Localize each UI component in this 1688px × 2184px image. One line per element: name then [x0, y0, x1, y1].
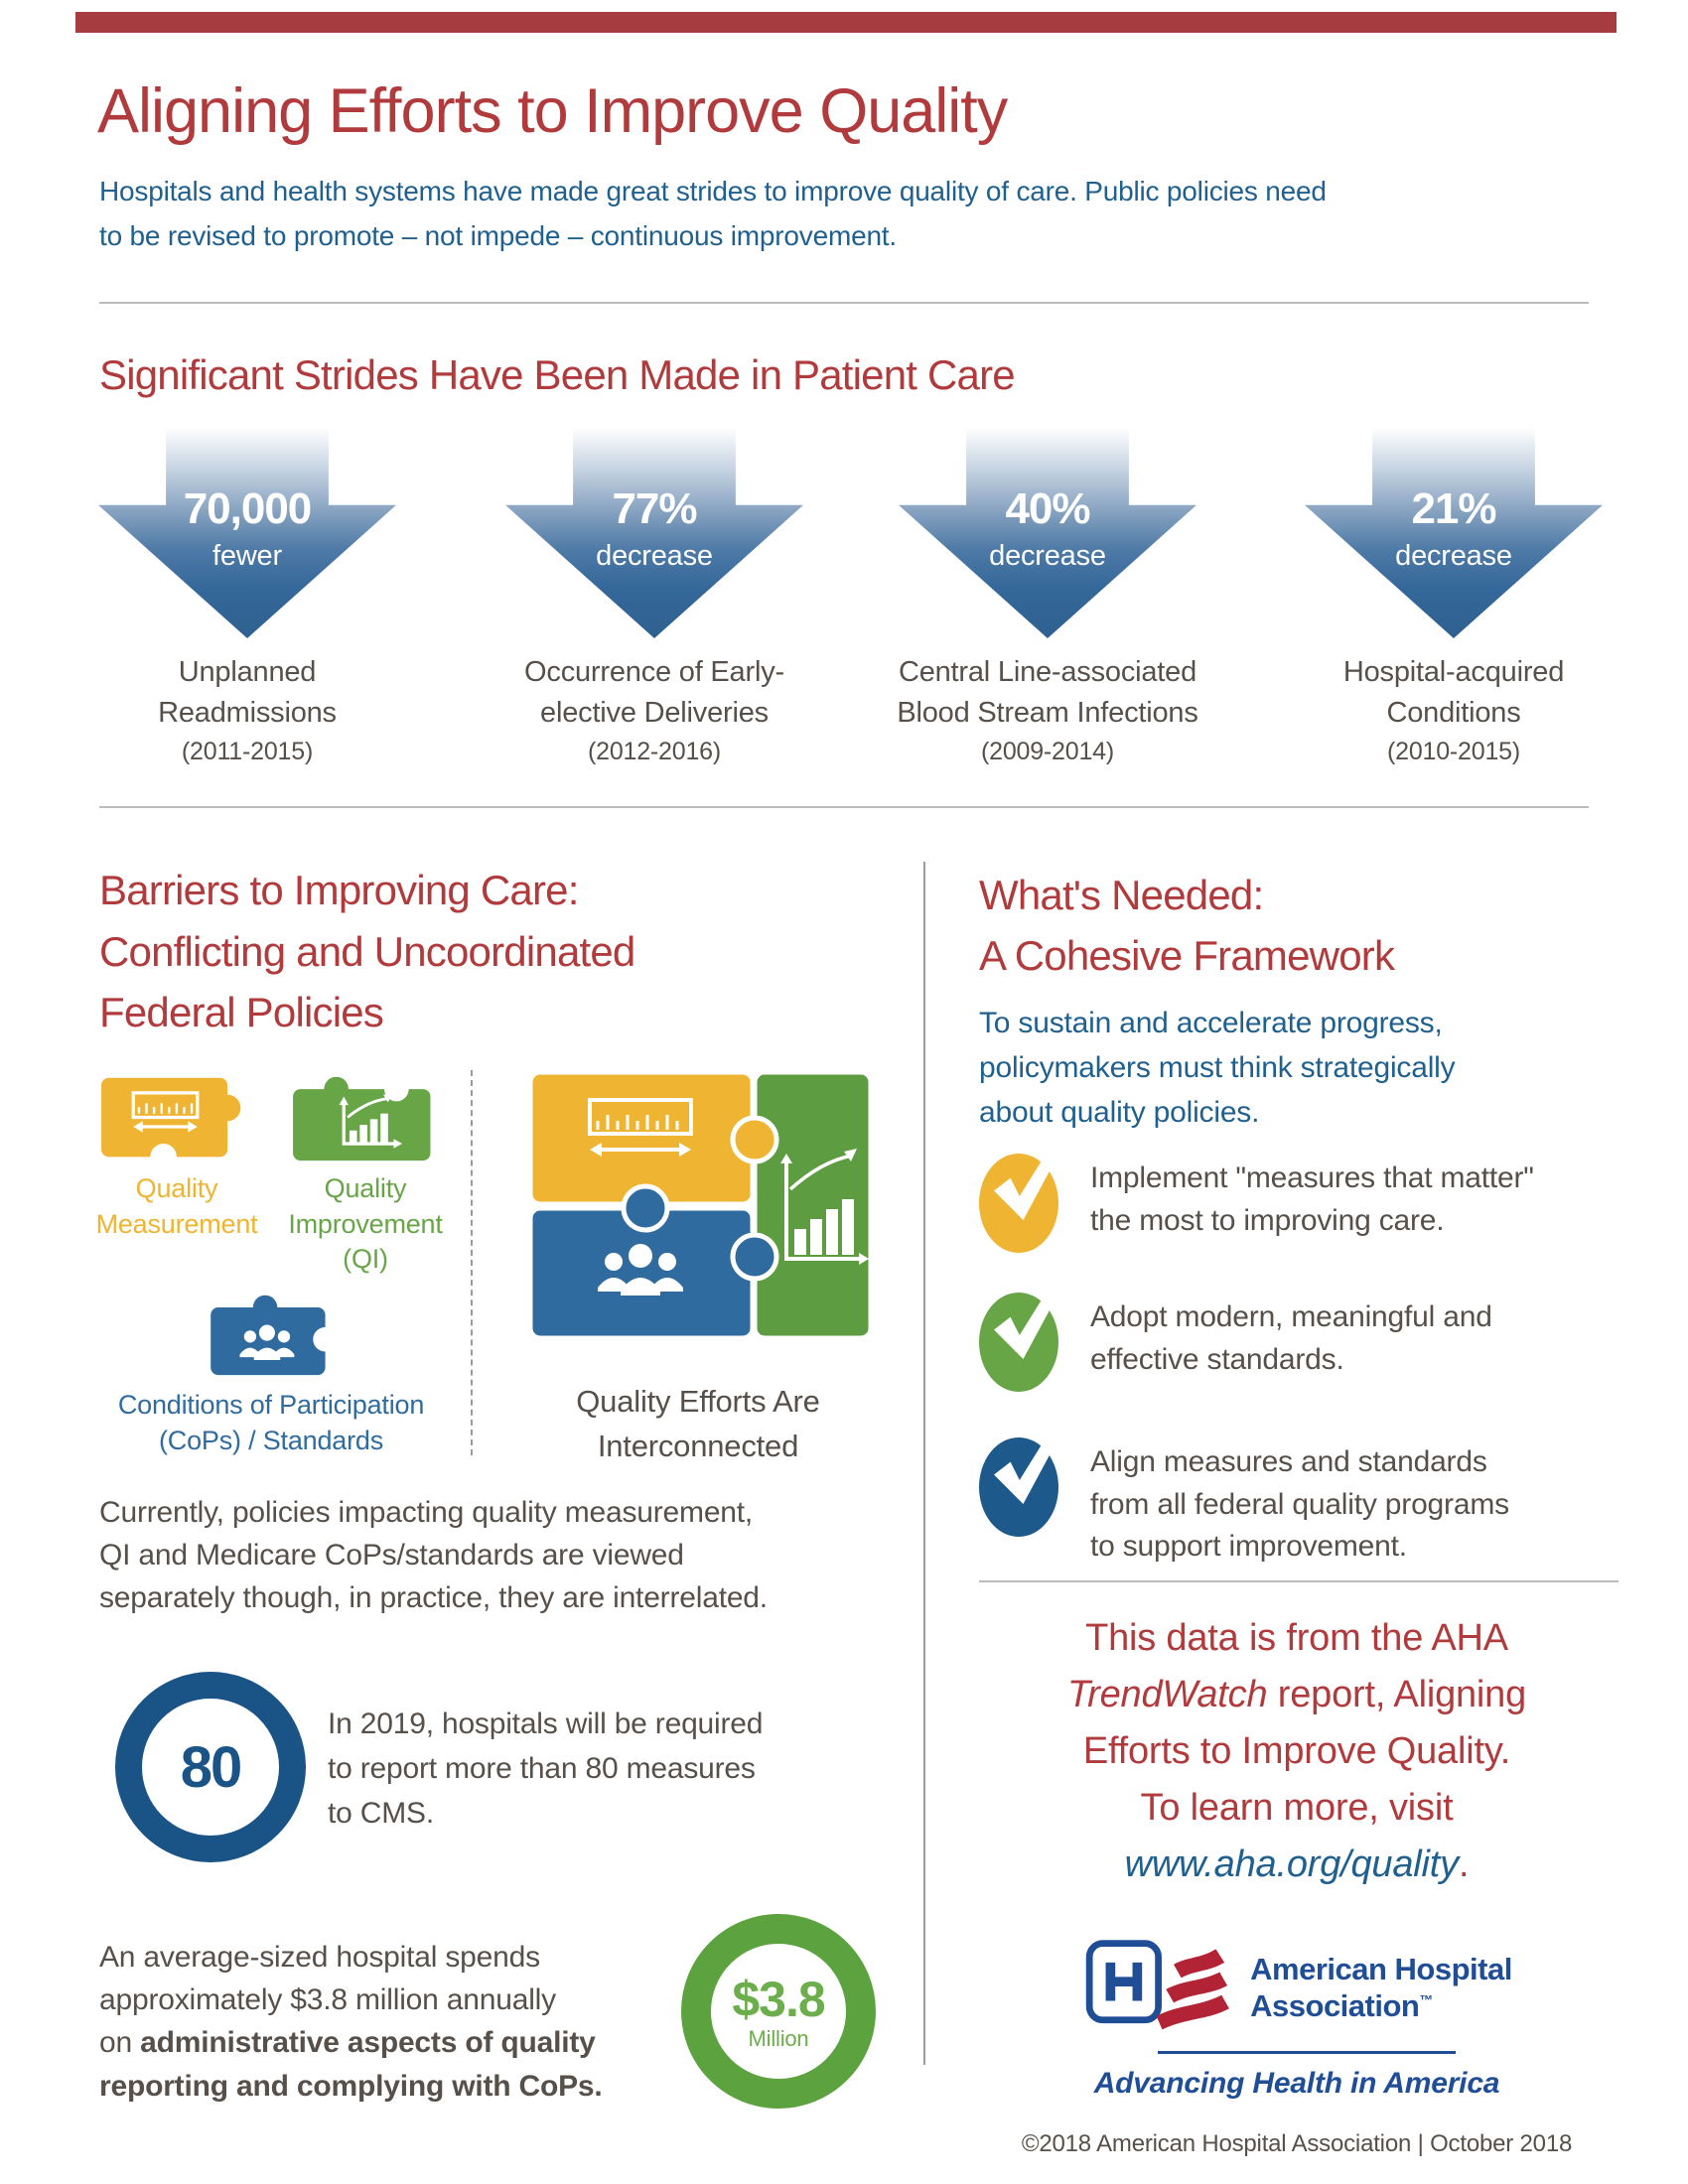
interconnected-puzzle-icon — [528, 1070, 874, 1340]
stat-qualifier: fewer — [212, 540, 282, 572]
source-note: This data is from the AHA TrendWatch rep… — [1066, 1617, 1527, 1885]
stat-qualifier: decrease — [1395, 540, 1512, 572]
stat-period: (2012-2016) — [587, 738, 721, 766]
checklist-item: Adopt modern, meaningful and effective s… — [979, 1282, 1492, 1392]
stat-period: (2009-2014) — [980, 738, 1114, 766]
stat-arrow-hac: 21% decrease Hospital-acquired Condition… — [1285, 427, 1622, 766]
aha-quality-link[interactable]: www.aha.org/quality — [1124, 1843, 1459, 1885]
stat-period: (2011-2015) — [181, 738, 314, 766]
checklist-item: Align measures and standards from all fe… — [979, 1427, 1509, 1569]
spend-value: $3.8 — [732, 1972, 825, 2027]
down-arrow-shape: 70,000 fewer — [98, 427, 396, 638]
org-name: American Hospital Association™ — [1250, 1951, 1512, 2023]
dashed-divider — [471, 1070, 473, 1455]
divider-source — [979, 1580, 1618, 1582]
checklist-text: Align measures and standards from all fe… — [1090, 1445, 1509, 1564]
stat-label: Central Line-associated Blood Stream Inf… — [897, 656, 1198, 730]
divider-middle — [99, 806, 1589, 808]
stat-qualifier: decrease — [989, 540, 1106, 572]
strides-section-heading: Significant Strides Have Been Made in Pa… — [99, 351, 1016, 398]
spend-ring: $3.8 Million — [681, 1914, 876, 2109]
stat-arrow-clabsi: 40% decrease Central Line-associated Blo… — [879, 427, 1216, 766]
barriers-paragraph: Currently, policies impacting quality me… — [99, 1496, 768, 1615]
stat-label: Unplanned Readmissions — [158, 656, 337, 730]
column-divider — [923, 862, 925, 2065]
stat-label: Occurrence of Early- elective Deliveries — [524, 656, 784, 730]
stat-period: (2010-2015) — [1386, 738, 1520, 766]
stat-arrow-deliveries: 77% decrease Occurrence of Early- electi… — [486, 427, 823, 766]
stat-80-value: 80 — [180, 1734, 242, 1800]
down-arrow-shape: 40% decrease — [899, 427, 1196, 638]
stat-qualifier: decrease — [596, 540, 713, 572]
ruler-icon — [588, 1098, 693, 1157]
needed-paragraph: To sustain and accelerate progress, poli… — [979, 1007, 1456, 1129]
page-title: Aligning Efforts to Improve Quality — [97, 76, 1008, 146]
check-icon — [979, 1427, 1062, 1537]
bar-chart-icon — [339, 1092, 403, 1149]
divider-top — [99, 302, 1589, 304]
tagline: Advancing Health in America — [1093, 2067, 1500, 2100]
cops-label: Conditions of Participation (CoPs) / Sta… — [117, 1390, 425, 1455]
check-icon — [979, 1282, 1062, 1392]
spend-paragraph: An average-sized hospital spends approxi… — [99, 1941, 603, 2103]
quality-measurement-puzzle-icon — [101, 1077, 241, 1162]
barriers-heading: Barriers to Improving Care: Conflicting … — [99, 867, 635, 1036]
quality-improvement-label: Quality Improvement (QI) — [288, 1173, 443, 1275]
stat-value: 21% — [1411, 484, 1496, 533]
check-icon — [979, 1143, 1062, 1253]
stat-label: Hospital-acquired Conditions — [1342, 656, 1565, 730]
down-arrow-shape: 77% decrease — [505, 427, 803, 638]
stat-80-text: In 2019, hospitals will be required to r… — [328, 1707, 764, 1830]
checklist-item: Implement "measures that matter" the mos… — [979, 1143, 1534, 1253]
cops-puzzle-icon — [211, 1295, 338, 1376]
checklist-text: Implement "measures that matter" the mos… — [1090, 1161, 1534, 1237]
flag-icon — [1156, 1949, 1230, 2030]
people-icon — [598, 1244, 683, 1296]
subtitle-line: to be revised to promote – not impede – … — [99, 220, 897, 252]
bar-chart-icon — [780, 1149, 869, 1265]
top-accent-bar — [75, 12, 1617, 33]
stat-value: 70,000 — [183, 484, 313, 533]
stat-80-ring: 80 — [115, 1672, 306, 1862]
aha-logo: American Hospital Association™ — [959, 1934, 1634, 2041]
stat-value: 40% — [1005, 484, 1090, 533]
people-icon — [239, 1324, 295, 1360]
stat-arrow-readmissions: 70,000 fewer Unplanned Readmissions (201… — [78, 427, 416, 766]
spend-unit: Million — [748, 2026, 809, 2051]
interconnected-caption: Quality Efforts Are Interconnected — [576, 1384, 820, 1463]
logo-rule — [1158, 2051, 1456, 2054]
checklist-text: Adopt modern, meaningful and effective s… — [1090, 1300, 1492, 1376]
quality-measurement-label: Quality Measurement — [95, 1173, 258, 1239]
stat-value: 77% — [612, 484, 697, 533]
copyright: ©2018 American Hospital Association | Oc… — [1021, 2130, 1573, 2157]
needed-heading: What's Needed: A Cohesive Framework — [979, 872, 1395, 979]
page-subtitle: Hospitals and health systems have made g… — [99, 169, 1327, 259]
ruler-icon — [131, 1091, 200, 1133]
subtitle-line: Hospitals and health systems have made g… — [99, 176, 1327, 206]
down-arrow-shape: 21% decrease — [1305, 427, 1603, 638]
quality-improvement-puzzle-icon — [293, 1076, 431, 1161]
aha-h-flag-icon — [1085, 1940, 1230, 2030]
